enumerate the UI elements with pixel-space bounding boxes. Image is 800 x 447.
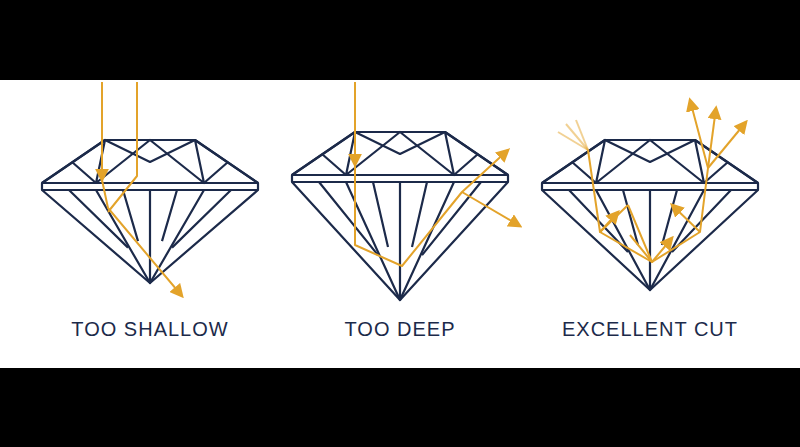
- cut-label: TOO SHALLOW: [71, 318, 228, 341]
- cut-label: EXCELLENT CUT: [562, 318, 738, 341]
- cut-label: TOO DEEP: [345, 318, 456, 341]
